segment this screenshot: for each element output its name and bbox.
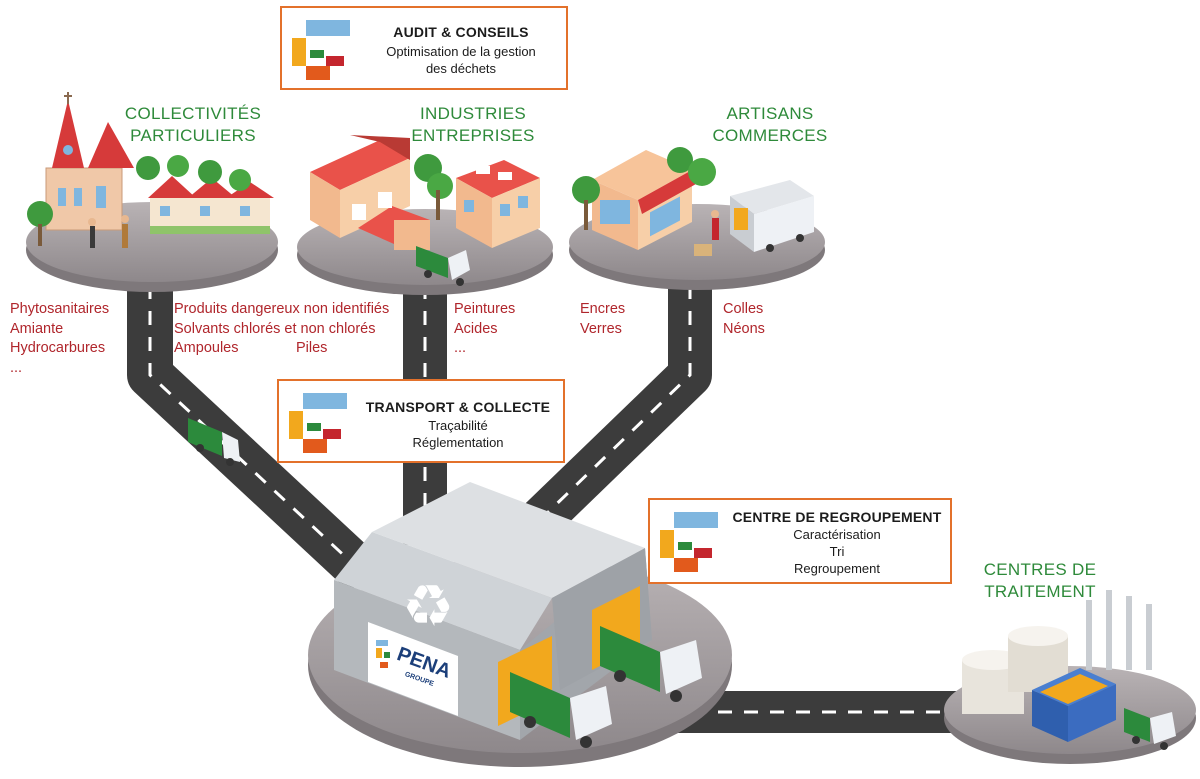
factory-icon	[310, 135, 430, 250]
audit-box-title: AUDIT & CONSEILS	[393, 24, 529, 40]
delivery-van-icon	[730, 180, 814, 252]
waste-list-col4: Encres Verres	[580, 301, 626, 337]
truck-icon	[600, 626, 702, 702]
waste-list-col2b: Piles	[296, 340, 328, 356]
centre-box-line-3: Regroupement	[794, 561, 880, 576]
treatment-centre-illustration	[944, 590, 1196, 764]
pena-logo-icon	[660, 512, 718, 572]
truck-icon	[1124, 708, 1176, 750]
truck-icon	[188, 418, 240, 466]
hub-industries-illustration	[297, 135, 553, 295]
centre-box-line-2: Tri	[829, 544, 845, 559]
refinery-towers-icon	[1086, 590, 1152, 670]
pena-logo-icon	[289, 393, 347, 453]
hub-label-traitement: CENTRES DE TRAITEMENT	[983, 560, 1097, 601]
audit-conseils-box: AUDIT & CONSEILS Optimisation de la gest…	[280, 6, 568, 90]
pena-logo-icon	[292, 20, 350, 80]
centre-regroupement-box: CENTRE DE REGROUPEMENT Caractérisation T…	[648, 498, 952, 584]
audit-box-line-1: Optimisation de la gestion	[386, 44, 536, 59]
shop-icon	[592, 150, 696, 250]
office-building-icon	[456, 160, 540, 248]
hub-artisans-illustration	[569, 147, 825, 290]
svg-text:♻: ♻	[402, 572, 454, 640]
waste-list-col2: Produits dangereux non identifiés Solvan…	[174, 301, 390, 356]
pena-logo-panel	[368, 622, 458, 716]
treatment-plant-icon	[1032, 668, 1116, 742]
waste-list-col1: Phytosanitaires Amiante Hydrocarbures ..…	[10, 301, 110, 376]
hub-label-industries: INDUSTRIES ENTREPRISES	[411, 104, 535, 145]
road-left	[127, 285, 381, 592]
transport-box-line-2: Réglementation	[412, 435, 504, 450]
houses-icon	[148, 176, 274, 234]
hub-label-artisans: ARTISANS COMMERCES	[712, 104, 828, 145]
road-right	[524, 285, 712, 536]
waste-list-col3: Peintures Acides ...	[454, 301, 516, 356]
waste-list-col5: Colles Néons	[723, 301, 765, 337]
transport-box-line-1: Traçabilité	[428, 418, 488, 433]
church-icon	[45, 92, 134, 231]
truck-icon	[416, 246, 470, 286]
recycle-icon: ♻	[402, 572, 454, 640]
truck-icon	[510, 672, 612, 748]
storage-tank-icon	[962, 626, 1068, 714]
centre-box-title: CENTRE DE REGROUPEMENT	[732, 509, 942, 525]
central-warehouse-illustration: ♻	[308, 482, 732, 767]
centre-box-line-1: Caractérisation	[793, 527, 881, 542]
transport-box-title: TRANSPORT & COLLECTE	[365, 399, 551, 415]
audit-box-line-2: des déchets	[425, 61, 497, 76]
hub-collectivites-illustration	[26, 92, 278, 292]
transport-collecte-box: TRANSPORT & COLLECTE Traçabilité Régleme…	[277, 379, 565, 463]
hub-label-collectivites: COLLECTIVITÉS PARTICULIERS	[124, 104, 262, 145]
